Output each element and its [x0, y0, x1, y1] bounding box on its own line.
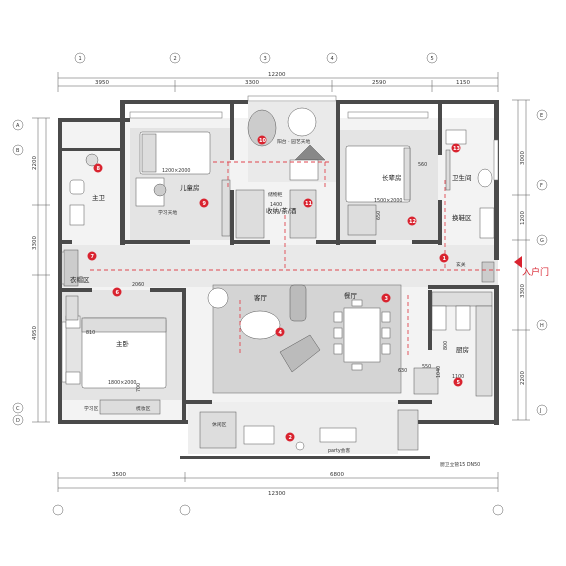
axis-t3: 3	[264, 56, 267, 62]
dim-810: 810	[86, 330, 95, 336]
label-entrance: 入户门	[522, 266, 549, 278]
marker-13: 13	[453, 146, 460, 152]
axis-l2: B	[16, 148, 20, 154]
dim-560: 560	[418, 162, 427, 168]
right-dim-c: 3300	[520, 284, 526, 298]
label-changing: 换鞋区	[452, 213, 472, 222]
label-living: 客厅	[254, 293, 268, 302]
label-party: party会客	[328, 447, 350, 454]
bottom-dimension-lines	[57, 472, 499, 492]
marker-4: 4	[279, 330, 283, 336]
axis-r1: E	[540, 113, 543, 119]
dim-700: 700	[136, 383, 142, 392]
dim-800: 800	[443, 341, 449, 350]
axis-t4: 4	[331, 56, 334, 62]
label-kids-sub: 学习天地	[158, 209, 177, 216]
marker-11: 11	[305, 201, 312, 207]
dim-bed-elder: 1500×2000	[374, 198, 402, 204]
marker-8: 8	[97, 166, 101, 172]
label-kitchen: 厨房	[456, 345, 469, 354]
label-entry: 玄关	[456, 261, 466, 268]
dim-550: 550	[422, 364, 431, 370]
label-master-bed: 主卧	[116, 339, 130, 348]
label-balcony: 休闲区	[212, 421, 227, 428]
bottom-axis-bubbles	[52, 504, 504, 516]
label-kids-room: 儿童房	[180, 183, 200, 192]
left-dim-c: 4950	[32, 326, 38, 340]
left-axis-bubbles	[12, 119, 24, 426]
marker-3: 3	[385, 296, 389, 302]
axis-r3: G	[540, 238, 544, 244]
dim-1040: 1040	[436, 366, 442, 378]
axis-t5: 5	[431, 56, 434, 62]
dim-1100: 1100	[452, 374, 464, 380]
marker-5: 5	[457, 380, 461, 386]
label-storage-sub: 储物柜	[268, 191, 283, 198]
drain-note: 厨卫立管15 DN50	[440, 461, 480, 468]
left-dim-b: 3300	[32, 236, 38, 250]
dim-630: 630	[398, 368, 407, 374]
marker-1: 1	[443, 256, 447, 262]
bottom-dim-total: 12300	[268, 491, 286, 497]
label-study: 学习区	[84, 405, 99, 412]
right-dim-d: 2200	[520, 371, 526, 385]
marker-2: 2	[289, 435, 293, 441]
marker-7: 7	[91, 254, 95, 260]
circulation-path	[90, 161, 500, 355]
label-guest-bath: 卫生间	[452, 173, 472, 182]
top-axis-bubbles	[74, 52, 438, 64]
right-dim-b: 1200	[520, 211, 526, 225]
label-dining: 餐厅	[344, 291, 358, 300]
marker-10: 10	[259, 138, 266, 144]
axis-l1: A	[16, 123, 20, 129]
bottom-dim-a: 3500	[112, 472, 126, 478]
axis-t1: 1	[79, 56, 82, 62]
right-axis-bubbles	[536, 109, 548, 416]
bottom-dim-b: 6800	[330, 472, 344, 478]
right-dim-a: 3000	[520, 151, 526, 165]
label-vanity: 梳妆区	[136, 405, 151, 412]
left-dim-a: 2200	[32, 156, 38, 170]
label-master-bath: 主卫	[92, 193, 106, 202]
furniture	[63, 107, 495, 451]
label-balcony-small: 阳台 · 园艺天地	[277, 138, 311, 145]
axis-l4: D	[16, 418, 20, 424]
dim-bed-kids: 1200×2000	[162, 168, 190, 174]
top-dim-b: 3300	[245, 80, 259, 86]
axis-r2: F	[540, 183, 543, 189]
marker-12: 12	[409, 219, 416, 225]
top-dim-d: 1150	[456, 80, 470, 86]
axis-t2: 2	[174, 56, 177, 62]
entrance-arrow	[514, 256, 522, 268]
top-dim-a: 3950	[95, 80, 109, 86]
dim-1400: 1400	[270, 202, 282, 208]
top-dim-total: 12200	[268, 72, 286, 78]
left-dimension-lines	[32, 117, 50, 423]
label-closet: 衣帽区	[70, 275, 90, 284]
marker-9: 9	[203, 201, 207, 207]
label-storage: 收纳/茶/酒	[266, 206, 297, 215]
axis-l3: C	[16, 406, 20, 412]
dim-2060: 2060	[132, 282, 144, 288]
marker-6: 6	[116, 290, 120, 296]
top-dim-c: 2590	[372, 80, 386, 86]
dim-bed-master: 1800×2000	[108, 380, 136, 386]
room-markers	[87, 135, 463, 442]
dim-650: 650	[376, 211, 382, 220]
axis-r5: J	[539, 408, 541, 414]
label-elder-room: 长辈房	[382, 173, 402, 182]
axis-r4: H	[540, 323, 544, 329]
top-dimension-lines	[57, 72, 499, 92]
